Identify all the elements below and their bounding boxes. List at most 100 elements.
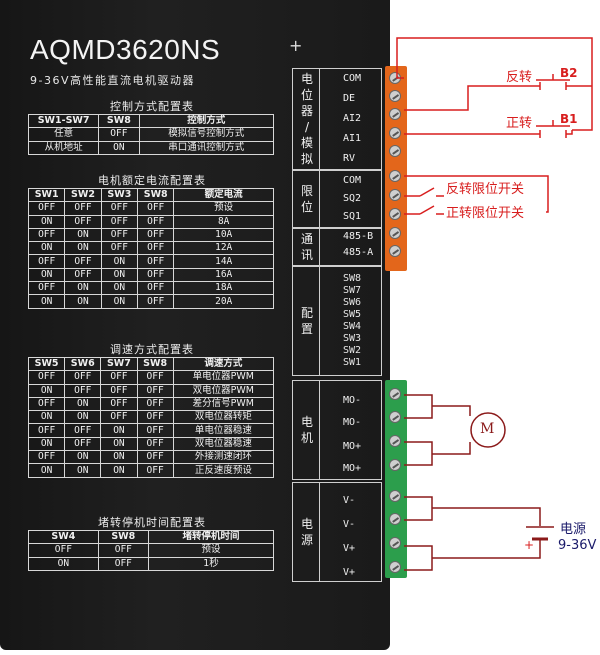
terminal-label: COM (343, 73, 362, 84)
table-cell: 1秒 (147, 556, 275, 571)
reverse-label: 反转 (506, 70, 533, 85)
table-header-cell: SW8 (97, 529, 149, 545)
table-cell: OFF (64, 423, 102, 438)
table-header-cell: SW8 (136, 356, 174, 372)
table-cell: OFF (137, 294, 175, 309)
table-cell: OFF (27, 450, 66, 465)
table-header-cell: SW1-SW7 (27, 113, 100, 129)
terminal-label: SW1 (343, 357, 362, 368)
table-cell: OFF (64, 201, 102, 216)
table-cell: 双电位器转矩 (172, 410, 275, 425)
terminal-group-divider (319, 229, 320, 265)
table-header-cell: 额定电流 (173, 187, 274, 203)
terminal-group-name: 配置 (300, 306, 313, 336)
table-cell: OFF (137, 214, 175, 229)
table-cell: OFF (100, 201, 139, 216)
terminal-screw (389, 561, 401, 573)
table-cell: ON (64, 463, 102, 478)
table-header-cell: SW2 (64, 187, 102, 203)
terminal-screw (389, 189, 401, 201)
b2-label: B2 (560, 66, 578, 80)
speed-table-title: 调速方式配置表 (110, 343, 194, 356)
table-cell: OFF (27, 227, 66, 243)
table-cell: OFF (136, 436, 174, 452)
terminal-screw (389, 72, 401, 84)
table-cell: OFF (27, 423, 66, 438)
table-cell: OFF (100, 227, 139, 243)
table-header-cell: SW3 (100, 187, 139, 203)
terminal-screw (389, 435, 401, 447)
terminal-label: SW2 (343, 345, 362, 356)
current-table-title: 电机额定电流配置表 (98, 174, 206, 187)
table-cell: 单电位器稳速 (172, 423, 275, 438)
table-cell: OFF (100, 383, 138, 398)
terminal-label: SQ2 (343, 193, 362, 204)
table-cell: ON (100, 463, 138, 478)
table-header-cell: SW7 (100, 356, 138, 372)
terminal-label: COM (343, 175, 362, 186)
plus-mark: + (289, 36, 303, 55)
table-cell: OFF (136, 463, 174, 478)
terminal-label: SW4 (343, 321, 362, 332)
table-cell: OFF (100, 396, 138, 412)
terminal-block-green (385, 380, 407, 578)
model-title: AQMD3620NS (30, 34, 221, 65)
terminal-label: SW6 (343, 297, 362, 308)
power-wires (404, 496, 554, 571)
table-cell: 外接测速闭环 (172, 450, 275, 465)
table-cell: OFF (100, 410, 138, 425)
table-cell: ON (64, 281, 102, 296)
terminal-label: RV (343, 153, 356, 164)
table-cell: ON (28, 556, 99, 571)
table-cell: 从机地址 (27, 140, 100, 155)
table-cell: OFF (136, 383, 174, 398)
table-header-cell: SW8 (98, 113, 140, 129)
terminal-screw (389, 145, 401, 157)
table-header-cell: SW6 (64, 356, 102, 372)
table-cell: OFF (137, 201, 175, 216)
table-cell: 双电位器PWM (172, 383, 275, 398)
table-cell: 任意 (27, 127, 100, 142)
table-cell: ON (27, 241, 66, 256)
table-cell: ON (27, 267, 66, 283)
terminal-label: V- (343, 519, 356, 530)
table-cell: 20A (173, 294, 274, 309)
table-cell: ON (98, 140, 140, 155)
table-cell: ON (27, 436, 66, 452)
table-cell: 16A (173, 267, 274, 283)
table-cell: ON (64, 227, 102, 243)
terminal-label: MO+ (343, 441, 362, 452)
terminal-screw (389, 490, 401, 502)
terminal-label: SW7 (343, 285, 362, 296)
table-cell: OFF (97, 556, 149, 571)
table-cell: 模拟信号控制方式 (138, 127, 275, 142)
table-cell: 串口通讯控制方式 (138, 140, 275, 155)
table-header-cell: 调速方式 (172, 356, 275, 372)
table-cell: OFF (137, 281, 175, 296)
terminal-label: SW5 (343, 309, 362, 320)
